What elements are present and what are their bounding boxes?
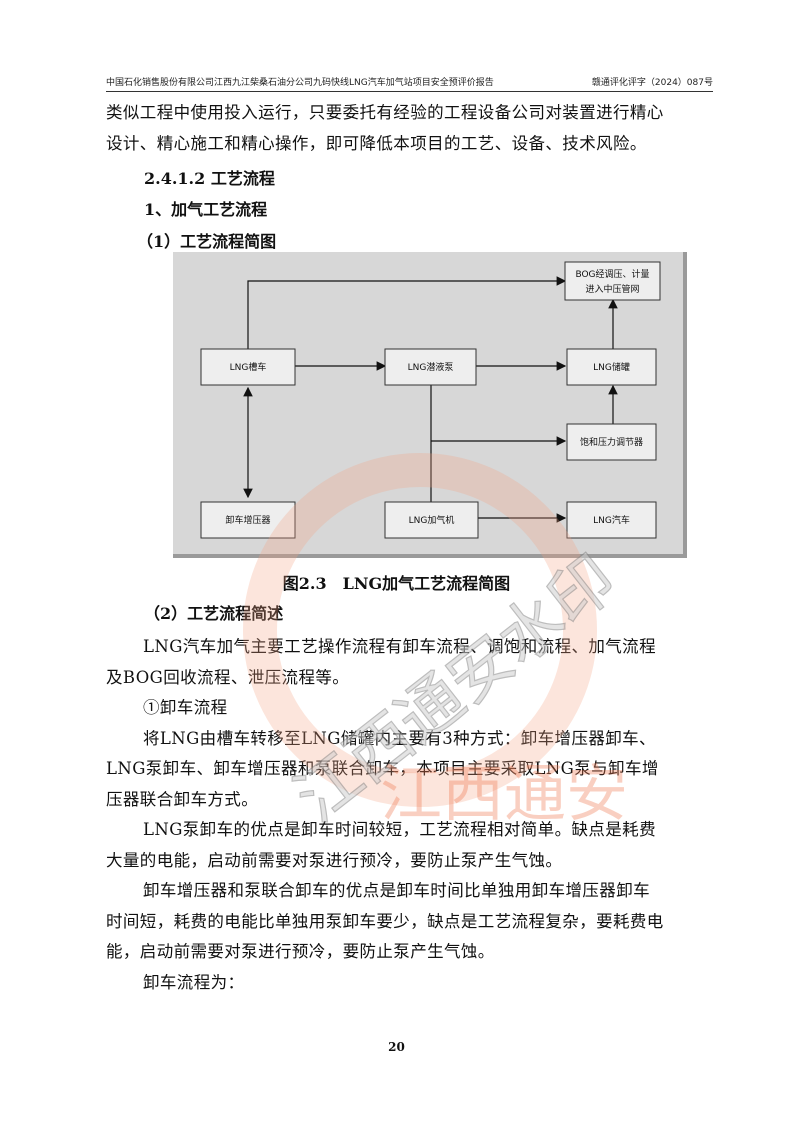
text-line: LNG泵卸车的优点是卸车时间较短，工艺流程相对简单。缺点是耗费 [143,820,656,839]
dispenser-label: LNG加气机 [409,514,455,526]
subheading-description: （2）工艺流程简述 [144,604,284,623]
subheading-diagram: （1）工艺流程简图 [137,232,277,251]
text-line: LNG泵卸车、卸车增压器和泵联合卸车，本项目主要采取LNG泵与卸车增 [106,759,659,778]
vehicle-node [566,501,657,539]
text-line: LNG汽车加气主要工艺操作流程有卸车流程、调饱和流程、加气流程 [143,637,656,656]
text-line: 能，启动前需要对泵进行预冷，要防止泵产生气蚀。 [106,942,495,961]
saturation-node [566,423,657,461]
page-number: 20 [388,1040,405,1054]
pump-node [384,348,477,386]
pump-label: LNG潜液泵 [408,361,454,373]
page-header: 中国石化销售股份有限公司江西九江柴桑石油分公司九码快线LNG汽车加气站项目安全预… [106,70,713,92]
header-report-number: 赣通评化评字（2024）087号 [591,78,713,88]
vehicle-label: LNG汽车 [593,514,630,526]
bog-label-line1: BOG经调压、计量 [575,268,649,280]
flow-diagram-svg: BOG经调压、计量 进入中压管网 LNG槽车 LNG潜液泵 LNG储罐 饱和压力… [200,261,661,539]
section-heading: 2.4.1.2 工艺流程 [144,169,275,188]
text-line: 压器联合卸车方式。 [106,789,259,809]
text-line: ①卸车流程 [143,698,228,717]
figure-caption: 图2.3 LNG加气工艺流程简图 [282,574,511,593]
description-body: LNG汽车加气主要工艺操作流程有卸车流程、调饱和流程、加气流程 及BOG回收流程… [106,632,724,998]
text-line: 及BOG回收流程、泄压流程等。 [106,667,350,687]
text-line: 设计、精心施工和精心操作，即可降低本项目的工艺、设备、技术风险。 [106,133,647,153]
unloader-node [200,501,296,539]
text-line: 将LNG由槽车转移至LNG储罐内主要有3种方式：卸车增压器卸车、 [143,728,656,748]
intro-paragraph: 类似工程中使用投入运行，只要委托有经验的工程设备公司对装置进行精心 设计、精心施… [106,98,724,159]
tanker-label: LNG槽车 [230,361,267,373]
text-line: 类似工程中使用投入运行，只要委托有经验的工程设备公司对装置进行精心 [106,103,664,122]
bog-label-line2: 进入中压管网 [585,283,639,295]
text-line: 时间短，耗费的电能比单独用泵卸车要少，缺点是工艺流程复杂，要耗费电 [106,911,664,931]
subheading-process: 1、加气工艺流程 [144,200,268,219]
process-flow-diagram: BOG经调压、计量 进入中压管网 LNG槽车 LNG潜液泵 LNG储罐 饱和压力… [173,252,687,558]
saturation-label: 饱和压力调节器 [580,436,643,448]
text-line: 卸车流程为： [143,972,245,992]
storage-node [566,348,657,386]
bog-node [564,261,661,301]
unloader-label: 卸车增压器 [225,514,270,526]
dispenser-node [384,501,479,539]
text-line: 大量的电能，启动前需要对泵进行预冷，要防止泵产生气蚀。 [106,850,563,870]
storage-label: LNG储罐 [593,361,630,373]
text-line: 卸车增压器和泵联合卸车的优点是卸车时间比单独用卸车增压器卸车 [143,881,650,900]
tanker-node [200,348,296,386]
header-report-title: 中国石化销售股份有限公司江西九江柴桑石油分公司九码快线LNG汽车加气站项目安全预… [106,78,494,88]
